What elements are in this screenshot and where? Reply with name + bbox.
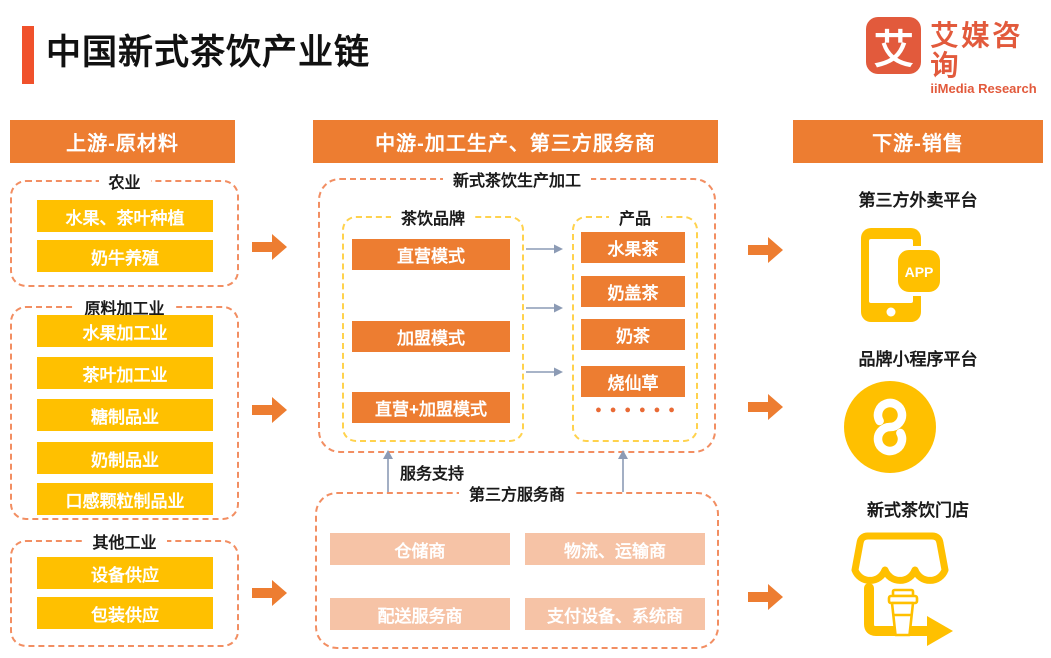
services-label: 第三方服务商 [458,481,576,505]
group-label: 农业 [98,169,151,193]
upstream-group-other: 其他工业 设备供应 包装供应 [10,529,239,647]
app-phone-icon: APP [861,228,944,322]
logo-name-cn: 艾媒咨询 [930,20,1024,81]
production-label: 新式茶饮生产加工 [442,167,592,191]
upstream-item: 奶牛养殖 [37,240,213,272]
service-item: 支付设备、系统商 [525,598,705,630]
upstream-item: 水果、茶叶种植 [37,200,213,232]
channel-label-miniprogram: 品牌小程序平台 [858,350,978,369]
support-up-arrow-icon [618,450,628,494]
service-item: 物流、运输商 [525,533,705,565]
brand-item: 直营+加盟模式 [352,392,510,423]
brands-label: 茶饮品牌 [390,205,476,229]
map-arrow-icon [526,303,563,313]
upstream-item: 糖制品业 [37,399,213,431]
downstream-header: 下游-销售 [793,120,1043,163]
map-arrow-icon [526,367,563,377]
logo-name-en: iiMedia Research [930,81,1037,96]
group-label: 其他工业 [82,529,167,553]
channel-label-store: 新式茶饮门店 [867,501,969,520]
app-badge-text: APP [905,264,934,280]
product-item: 奶盖茶 [581,276,685,307]
iimedia-logo: 艾 艾媒咨询 iiMedia Research [866,17,1051,97]
flow-arrow-icon [252,397,287,423]
product-item: 水果茶 [581,232,685,263]
midstream-header: 中游-加工生产、第三方服务商 [313,120,718,163]
upstream-group-agriculture: 农业 水果、茶叶种植 奶牛养殖 [10,169,239,287]
brand-item: 直营模式 [352,239,510,270]
service-item: 配送服务商 [330,598,510,630]
upstream-item: 口感颗粒制品业 [37,483,213,515]
products-label: 产品 [608,205,662,229]
brand-item: 加盟模式 [352,321,510,352]
service-item: 仓储商 [330,533,510,565]
upstream-group-processing: 原料加工业 水果加工业 茶叶加工业 糖制品业 奶制品业 口感颗粒制品业 [10,295,239,520]
support-up-arrow-icon [383,450,393,494]
iimedia-logo-icon: 艾 [866,17,922,74]
upstream-header: 上游-原材料 [10,120,235,163]
flow-arrow-icon [252,234,287,260]
upstream-item: 包装供应 [37,597,213,629]
upstream-item: 奶制品业 [37,442,213,474]
product-item: 烧仙草 [581,366,685,397]
map-arrow-icon [526,244,563,254]
services-box: 第三方服务商 仓储商 物流、运输商 配送服务商 支付设备、系统商 [315,481,719,649]
flow-arrow-icon [748,237,783,263]
production-box: 新式茶饮生产加工 茶饮品牌 直营模式 加盟模式 直营+加盟模式 产品 水果茶 奶… [318,167,716,453]
page-title: 中国新式茶饮产业链 [46,33,371,72]
upstream-item: 设备供应 [37,557,213,589]
products-box: 产品 水果茶 奶盖茶 奶茶 烧仙草 ●●●●●● [572,205,698,442]
product-item: 奶茶 [581,319,685,350]
brands-box: 茶饮品牌 直营模式 加盟模式 直营+加盟模式 [342,205,524,442]
title-accent-bar [22,26,34,84]
mini-program-icon [844,381,936,473]
more-products-dots: ●●●●●● [595,404,683,416]
upstream-item: 茶叶加工业 [37,357,213,389]
flow-arrow-icon [748,584,783,610]
flow-arrow-icon [748,394,783,420]
store-icon [851,532,953,646]
support-label: 服务支持 [400,466,465,483]
upstream-item: 水果加工业 [37,315,213,347]
flow-arrow-icon [252,580,287,606]
channel-label-delivery: 第三方外卖平台 [858,191,978,210]
